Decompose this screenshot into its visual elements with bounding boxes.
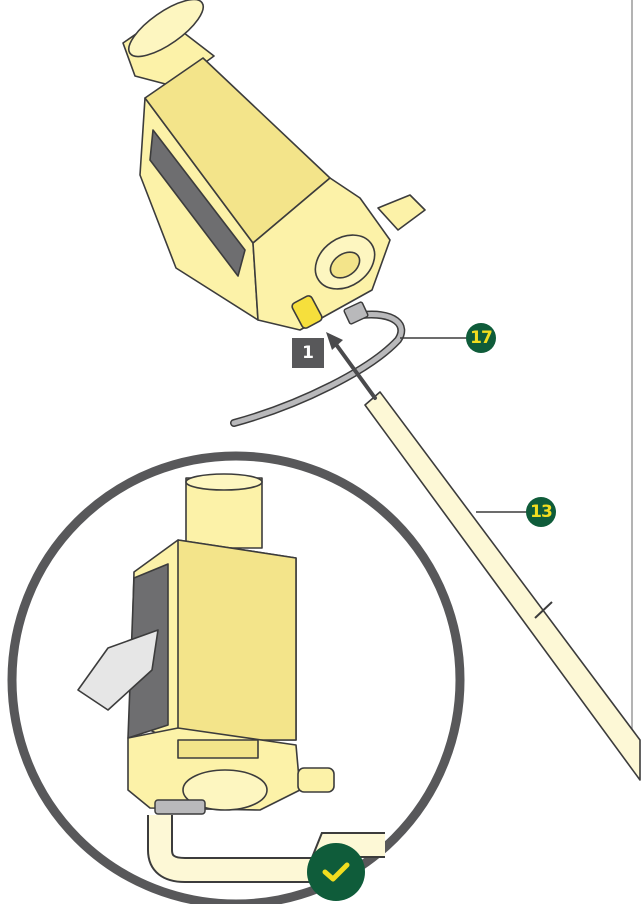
- part-label-cable-tie: 17: [466, 323, 496, 353]
- cable-tie: [230, 301, 406, 427]
- device-window: [149, 129, 246, 277]
- check-mark-icon: [322, 862, 350, 882]
- device-side-stub: [377, 194, 426, 231]
- correct-check-badge: [307, 843, 365, 901]
- device-unit: [122, 0, 426, 331]
- device-nozzle-top: [128, 0, 204, 58]
- detail-label-flap: [77, 629, 159, 711]
- detail-clamp: [154, 799, 206, 815]
- device-port-hole: [329, 251, 361, 279]
- arrow-icon: [326, 332, 377, 400]
- part-label-hose: 13: [526, 497, 556, 527]
- step-number-box: 1: [292, 338, 324, 368]
- cable-tie-head: [343, 301, 369, 325]
- device-connector: [291, 295, 323, 329]
- detail-device: [77, 473, 335, 811]
